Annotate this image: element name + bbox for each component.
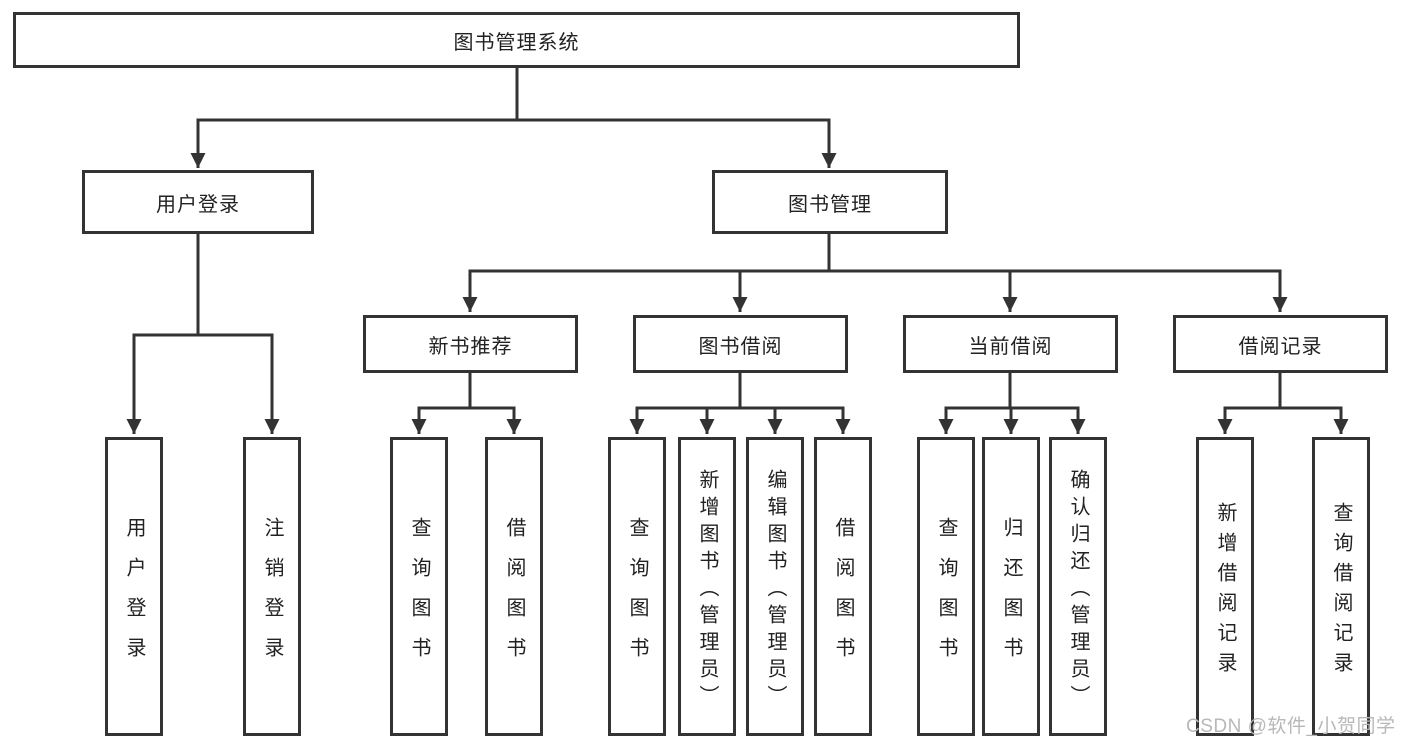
leaf-logout: 注销登录 [243,437,301,736]
leaf-return-books: 归还图书 [982,437,1040,736]
leaf-user-login: 用户登录 [105,437,163,736]
csdn-watermark: CSDN @软件_小贺同学 [1186,716,1396,737]
leaf-edit-book-admin: 编辑图书（管理员） [746,437,804,736]
connectors-book-borrowing [629,373,851,434]
leaf-query-books: 查询图书 [917,437,975,736]
node-new-book-recommend: 新书推荐 [363,315,578,373]
node-borrowing-records: 借阅记录 [1173,315,1388,373]
leaf-borrow-books: 借阅图书 [814,437,872,736]
leaf-borrow-books: 借阅图书 [485,437,543,736]
leaf-query-borrow-record: 查询借阅记录 [1312,437,1370,736]
node-book-management: 图书管理 [712,170,948,234]
connectors-root [190,68,837,168]
connectors-borrowing-records [1217,373,1349,434]
leaf-query-books: 查询图书 [390,437,448,736]
leaf-query-books: 查询图书 [608,437,666,736]
connectors-current-borrowing [938,373,1086,434]
node-current-borrowing: 当前借阅 [903,315,1118,373]
connectors-new-book-recommend [411,373,522,434]
leaf-add-book-admin: 新增图书（管理员） [678,437,736,736]
leaf-confirm-return-admin: 确认归还（管理员） [1049,437,1107,736]
leaf-add-borrow-record: 新增借阅记录 [1196,437,1254,736]
node-library-management-system: 图书管理系统 [13,12,1020,68]
node-user-login: 用户登录 [82,170,314,234]
node-book-borrowing: 图书借阅 [633,315,848,373]
connectors-user-login [126,234,280,434]
connectors-book-management [462,234,1288,312]
